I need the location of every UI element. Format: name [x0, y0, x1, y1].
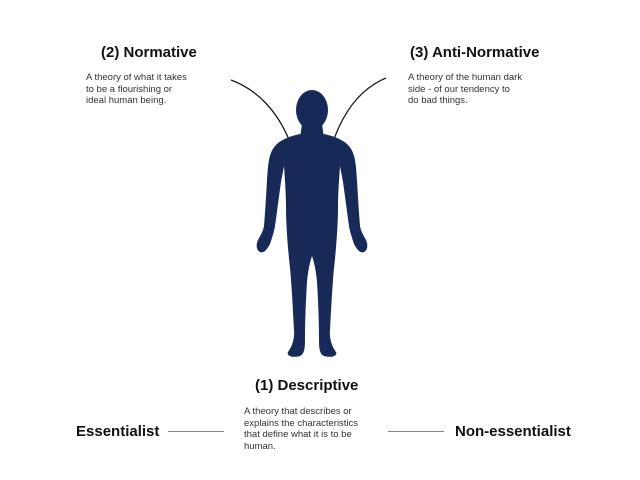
descriptive-description-line: A theory that describes or — [244, 406, 352, 417]
normative-description-line: to be a flourishing or — [86, 83, 173, 95]
normative-description-line: A theory of what it takes — [86, 72, 187, 83]
descriptive-description-line: explains the characteristics — [244, 417, 359, 429]
anti-normative-description-line: A theory of the human dark — [408, 72, 523, 83]
descriptive-description: A theory that describes or explains the … — [244, 406, 358, 452]
anti-normative-description: A theory of the human dark side - of our… — [408, 72, 522, 107]
anti-normative-heading: (3) Anti-Normative — [410, 44, 540, 61]
descriptive-description-line: human. — [244, 440, 276, 452]
anti-normative-connector-curve — [332, 77, 387, 143]
human-silhouette-icon — [256, 90, 368, 357]
normative-heading: (2) Normative — [101, 44, 197, 61]
descriptive-heading: (1) Descriptive — [255, 377, 359, 394]
non-essentialist-rule — [388, 431, 444, 432]
essentialist-label: Essentialist — [76, 423, 160, 440]
normative-connector-curve — [230, 79, 291, 143]
essentialist-rule — [168, 431, 224, 432]
non-essentialist-label: Non-essentialist — [455, 423, 571, 440]
normative-description: A theory of what it takes to be a flouri… — [86, 72, 187, 107]
anti-normative-description-line: side - of our tendency to — [408, 83, 510, 95]
normative-description-line: ideal human being. — [86, 95, 167, 106]
anti-normative-description-line: do bad things. — [408, 95, 468, 106]
descriptive-description-line: that define what it is to be — [244, 429, 352, 440]
